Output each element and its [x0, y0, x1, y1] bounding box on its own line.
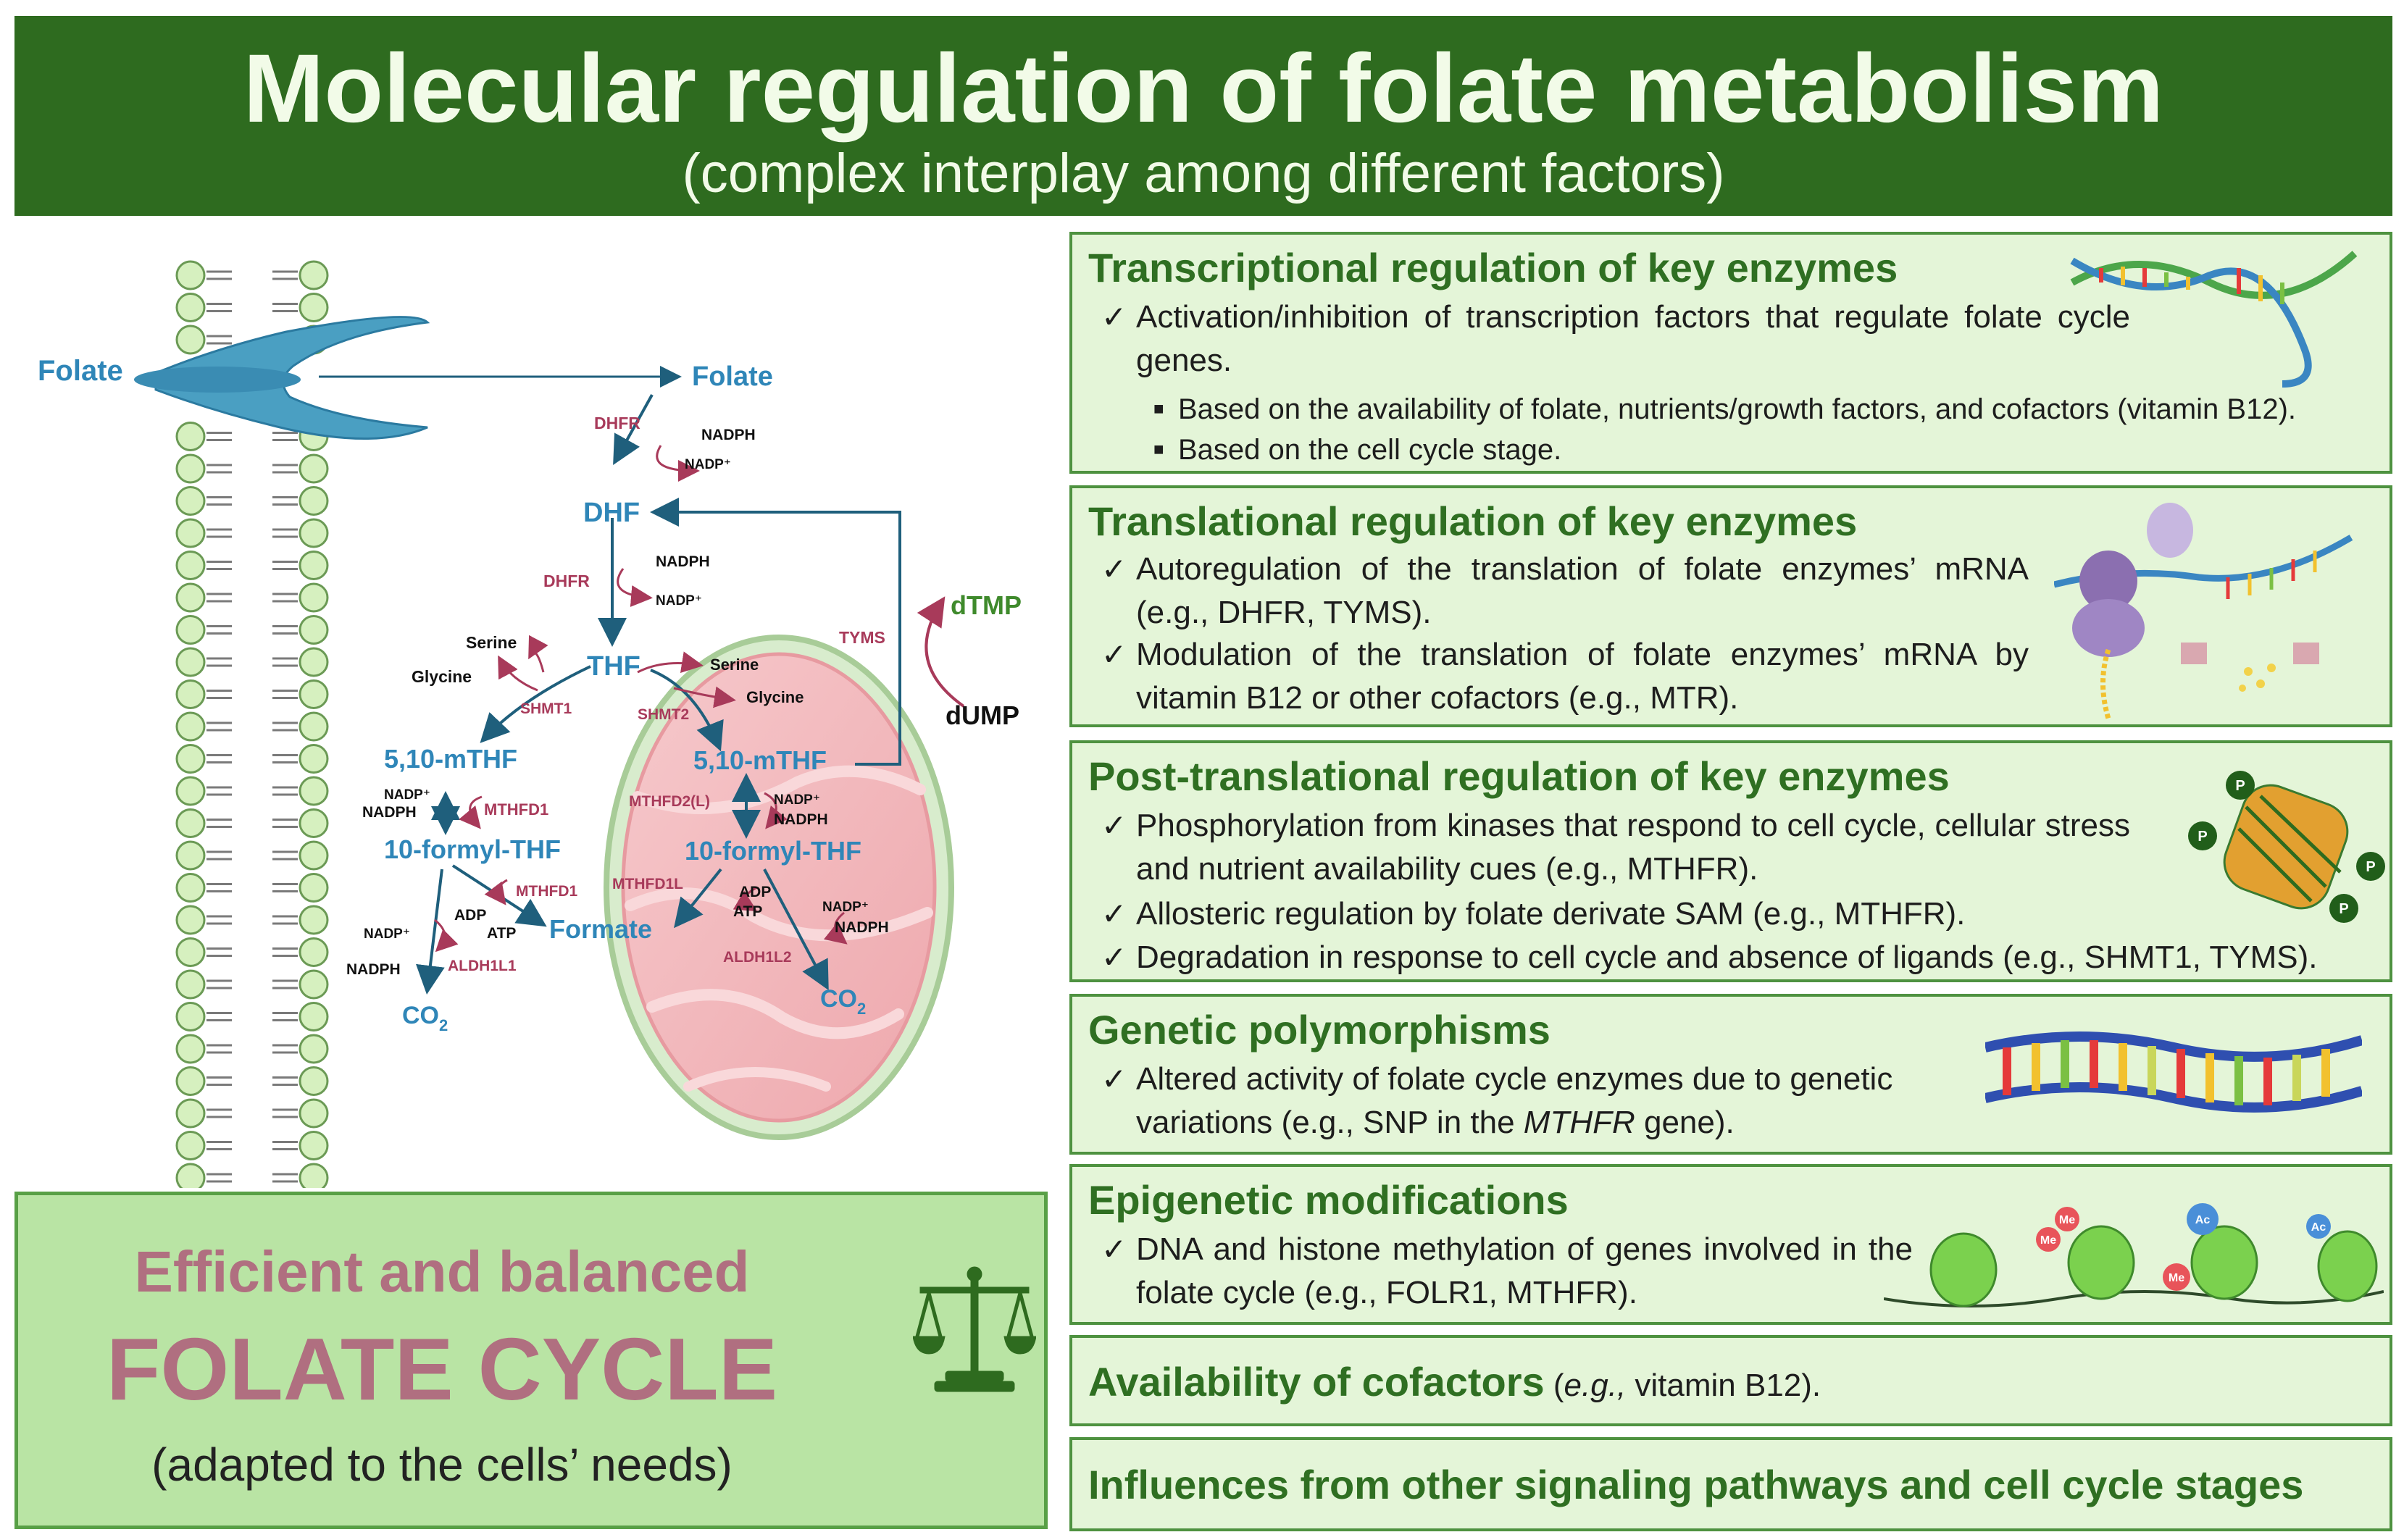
- dump-label: dUMP: [946, 700, 1019, 730]
- check-item: ✓Modulation of the translation of folate…: [1101, 637, 2029, 716]
- thf-label: THF: [587, 651, 640, 682]
- nadp-label-2: NADP⁺: [656, 593, 702, 608]
- mitochondrion: [604, 635, 954, 1140]
- dtmp-label: dTMP: [951, 590, 1022, 620]
- section-title: Availability of cofactors: [1088, 1359, 1545, 1405]
- cofactors-line: Availability of cofactors (e.g., vitamin…: [1088, 1359, 1821, 1405]
- folate-transporter-icon: [134, 315, 430, 440]
- atp-label-1: ATP: [487, 925, 516, 942]
- balance-scale-icon: [913, 1266, 1036, 1392]
- svg-text:P: P: [2235, 778, 2245, 794]
- page-subtitle: (complex interplay among different facto…: [682, 143, 1725, 204]
- nadp-label-3: NADP⁺: [384, 787, 430, 803]
- nadph-label-2: NADPH: [656, 553, 710, 570]
- glycine-cyto-label: Glycine: [412, 667, 472, 686]
- section-influences: Influences from other signaling pathways…: [1069, 1437, 2392, 1531]
- svg-text:Me: Me: [2040, 1234, 2056, 1247]
- summary-box: Efficient and balanced FOLATE CYCLE (ada…: [14, 1192, 1048, 1529]
- co2-cyto-label: CO2: [402, 1002, 448, 1034]
- summary-line-3: (adapted to the cells’ needs): [151, 1439, 733, 1491]
- mthfd1-label: MTHFD1: [484, 800, 548, 819]
- section-translational: Translational regulation of key enzymes …: [1069, 485, 2392, 727]
- co2-mito-label: CO2: [820, 985, 866, 1018]
- check-item: ✓Altered activity of folate cycle enzyme…: [1101, 1061, 1893, 1140]
- tyms-label: TYMS: [839, 628, 885, 647]
- bullet-item: ■Based on the cell cycle stage.: [1153, 434, 1562, 466]
- shmt1-label: SHMT1: [520, 700, 572, 717]
- check-item: ✓Phosphorylation from kinases that respo…: [1101, 808, 2130, 887]
- aldh1l2-label: ALDH1L2: [723, 949, 792, 966]
- dna-helix-icon: [2070, 251, 2358, 388]
- svg-text:Ac: Ac: [2195, 1214, 2211, 1226]
- check-item: ✓DNA and histone methylation of genes in…: [1101, 1231, 1913, 1310]
- adp-label-1: ADP: [454, 907, 486, 924]
- svg-text:P: P: [2366, 859, 2375, 875]
- serine-cyto-label: Serine: [466, 633, 517, 652]
- shmt2-label: SHMT2: [638, 706, 689, 723]
- check-item: ✓Activation/inhibition of transcription …: [1101, 299, 2130, 378]
- folate-pathway-diagram: Folate Folate DHFR NADPH NADP⁺ DHF DHFR …: [38, 260, 1022, 1188]
- formate-label: Formate: [549, 914, 652, 944]
- folate-outside-label: Folate: [38, 355, 123, 387]
- svg-text:Me: Me: [2169, 1272, 2184, 1284]
- section-cofactors: Availability of cofactors (e.g., vitamin…: [1069, 1335, 2392, 1426]
- page-title: Molecular regulation of folate metabolis…: [243, 35, 2164, 143]
- glycine-mito-label: Glycine: [746, 688, 804, 706]
- nadph-label-5: NADPH: [774, 811, 828, 828]
- summary-line-2: FOLATE CYCLE: [106, 1320, 778, 1418]
- mthfd2-label: MTHFD2(L): [629, 793, 710, 810]
- serine-mito-label: Serine: [710, 656, 759, 674]
- bullet-item: ■Based on the availability of folate, nu…: [1153, 393, 2297, 425]
- summary-line-1: Efficient and balanced: [134, 1239, 750, 1304]
- section-transcriptional: Transcriptional regulation of key enzyme…: [1069, 232, 2392, 474]
- svg-text:P: P: [2198, 829, 2207, 845]
- nadp-label-6: NADP⁺: [822, 900, 869, 915]
- phosphorylated-protein-icon: P P P P: [2188, 771, 2385, 923]
- svg-text:Ac: Ac: [2311, 1221, 2326, 1234]
- section-title: Translational regulation of key enzymes: [1088, 498, 1858, 544]
- formyl-mito-label: 10-formyl-THF: [685, 836, 861, 866]
- ribosome-mrna-icon: [2054, 503, 2353, 720]
- section-title: Genetic polymorphisms: [1088, 1007, 1551, 1053]
- mthf-cyto-label: 5,10-mTHF: [384, 744, 517, 774]
- mthfd1-label-2: MTHFD1: [516, 883, 577, 900]
- section-title: Post-translational regulation of key enz…: [1088, 753, 1950, 799]
- dhf-label: DHF: [583, 498, 640, 528]
- nadph-label-1: NADPH: [701, 427, 756, 443]
- svg-text:P: P: [2339, 901, 2348, 917]
- nucleosome-icon: Me Me Me Ac Ac: [1884, 1203, 2384, 1307]
- folate-inside-label: Folate: [692, 361, 773, 392]
- section-epigenetic: Epigenetic modifications ✓DNA and histon…: [1069, 1164, 2392, 1325]
- dna-strand-icon: [1985, 1031, 2362, 1113]
- mthf-mito-label: 5,10-mTHF: [693, 745, 827, 775]
- section-title: Influences from other signaling pathways…: [1088, 1462, 2304, 1507]
- nadp-label-5: NADP⁺: [774, 792, 820, 808]
- dhfr-label-1: DHFR: [594, 414, 640, 432]
- nadph-label-3: NADPH: [362, 804, 417, 821]
- adp-label-2: ADP: [739, 884, 771, 900]
- check-item: ✓Autoregulation of the translation of fo…: [1101, 551, 2029, 630]
- header-banner: Molecular regulation of folate metabolis…: [14, 16, 2392, 216]
- nadph-label-6: NADPH: [835, 919, 889, 936]
- formyl-cyto-label: 10-formyl-THF: [384, 834, 561, 864]
- section-genetic-polymorphisms: Genetic polymorphisms ✓Altered activity …: [1069, 994, 2392, 1155]
- nadph-label-4: NADPH: [346, 961, 401, 978]
- aldh1l1-label: ALDH1L1: [448, 958, 517, 974]
- nadp-label-1: NADP⁺: [685, 457, 731, 472]
- atp-label-2: ATP: [733, 903, 762, 920]
- nadp-label-4: NADP⁺: [364, 926, 410, 942]
- check-item: ✓Allosteric regulation by folate derivat…: [1101, 896, 1966, 932]
- dhfr-label-2: DHFR: [543, 572, 590, 590]
- section-title: Epigenetic modifications: [1088, 1177, 1569, 1223]
- section-title: Transcriptional regulation of key enzyme…: [1088, 245, 1898, 290]
- section-post-translational: Post-translational regulation of key enz…: [1069, 740, 2392, 982]
- mthfd1l-label: MTHFD1L: [612, 876, 683, 892]
- check-item: ✓Degradation in response to cell cycle a…: [1101, 940, 2318, 975]
- cell-membrane: [175, 260, 329, 1188]
- svg-text:Me: Me: [2059, 1214, 2075, 1226]
